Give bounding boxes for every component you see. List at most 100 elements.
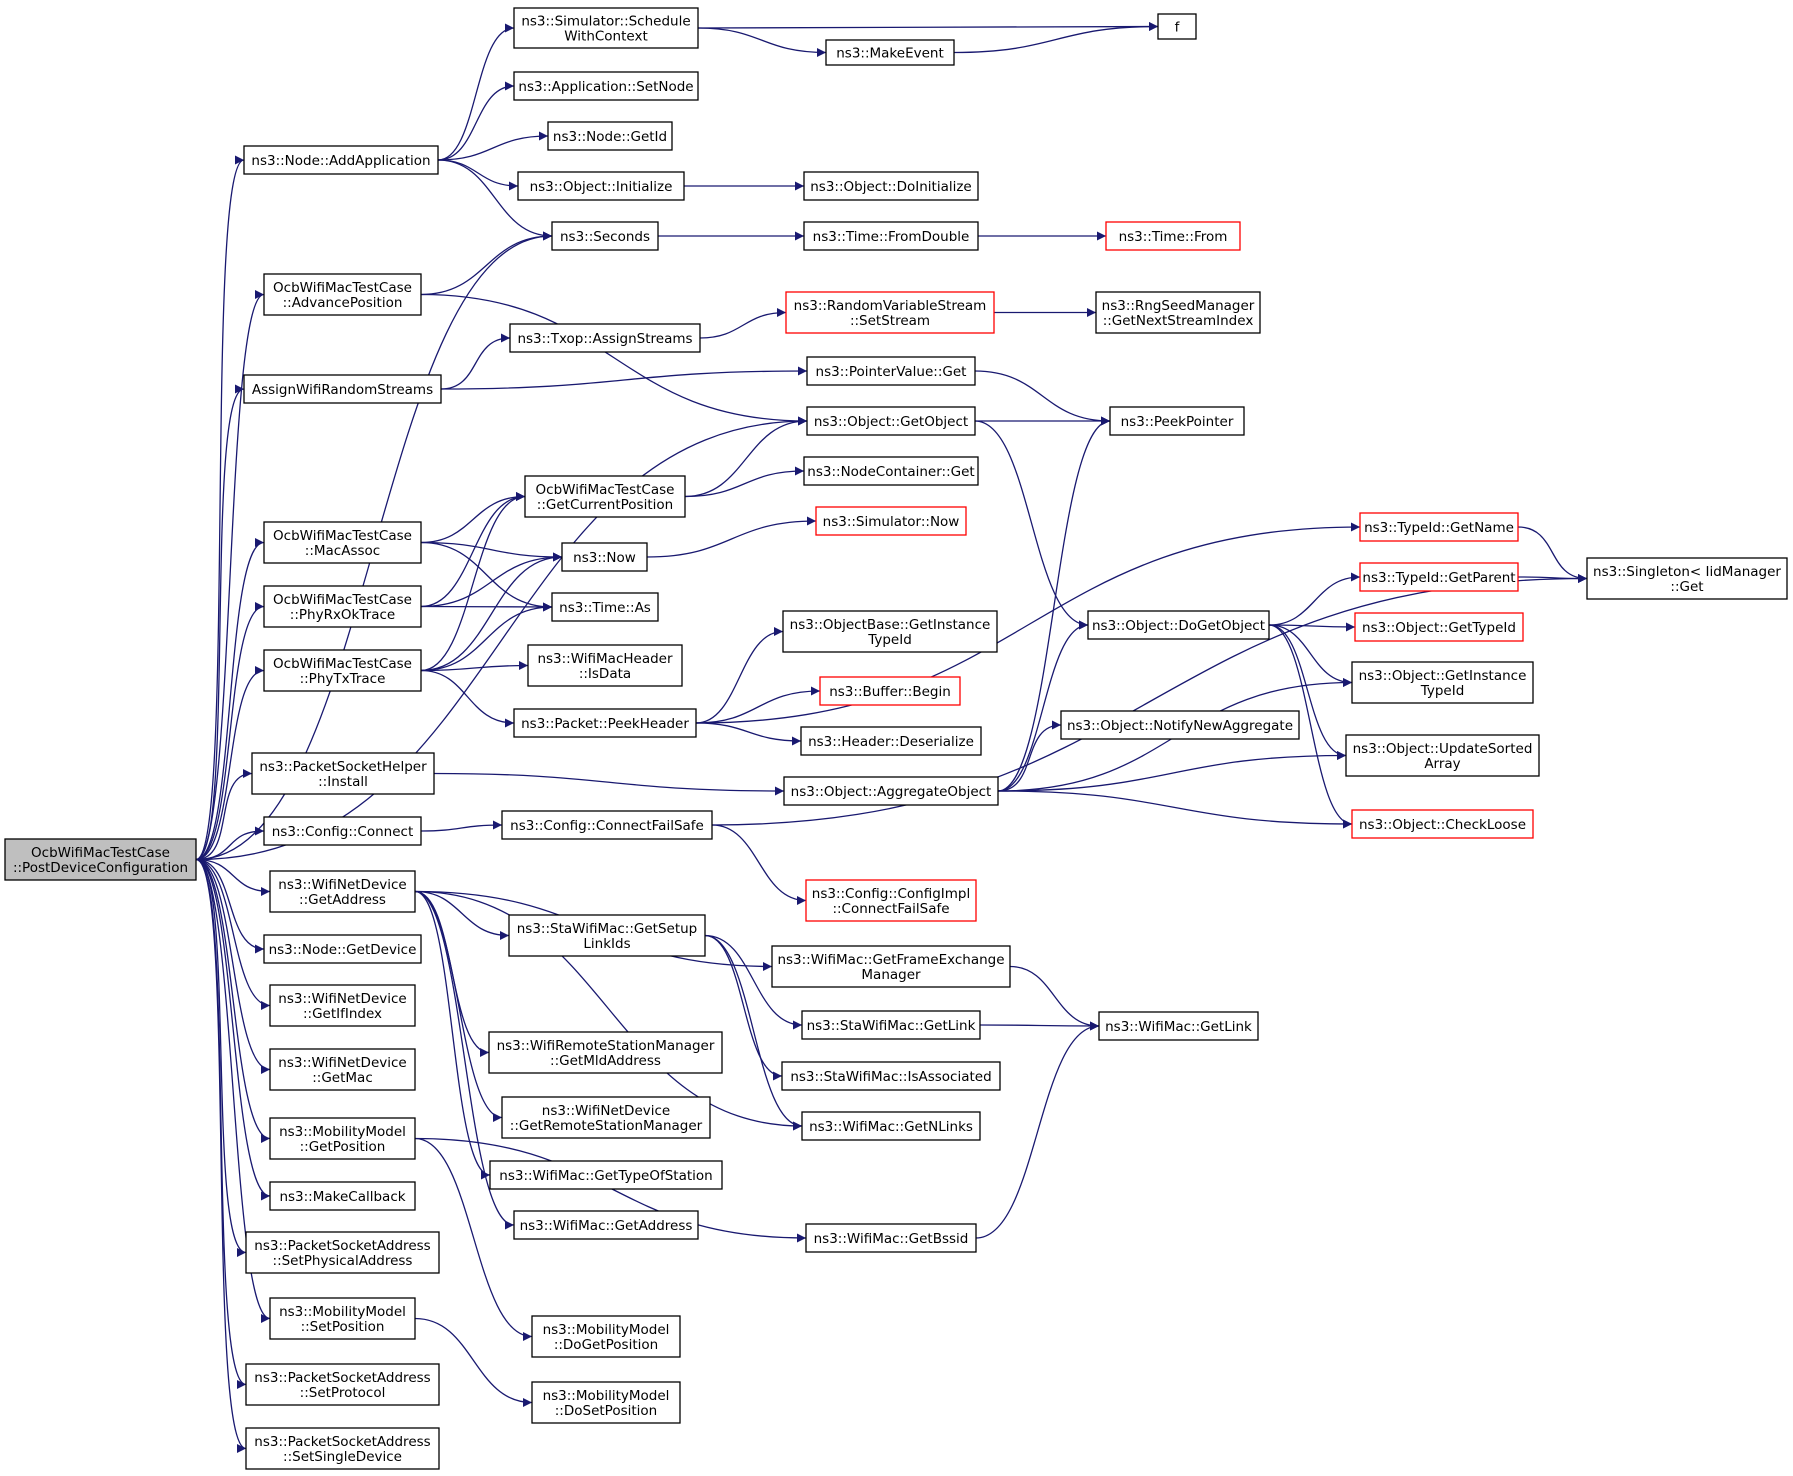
node-object-get-type-id[interactable]: ns3::Object::GetTypeId bbox=[1354, 612, 1524, 642]
node-pointer-value-get[interactable]: ns3::PointerValue::Get bbox=[806, 356, 976, 386]
node-wifi-net-device-get-address[interactable]: ns3::WifiNetDevice::GetAddress bbox=[269, 870, 416, 913]
node-config-impl-connect-fail-safe[interactable]: ns3::Config::ConfigImpl::ConnectFailSafe bbox=[805, 879, 977, 922]
node-label: AssignWifiRandomStreams bbox=[252, 382, 433, 398]
node-simulator-now[interactable]: ns3::Simulator::Now bbox=[815, 506, 967, 536]
node-get-mld-address[interactable]: ns3::WifiRemoteStationManager::GetMldAdd… bbox=[488, 1031, 723, 1074]
edge-sta-get-setup-link-ids-to-sta-get-link bbox=[704, 934, 803, 1030]
edge-get-frame-exchange-manager-to-wifi-mac-get-link bbox=[1009, 965, 1100, 1031]
node-advance-position[interactable]: OcbWifiMacTestCase::AdvancePosition bbox=[263, 273, 422, 316]
node-set-physical-address[interactable]: ns3::PacketSocketAddress::SetPhysicalAdd… bbox=[245, 1231, 440, 1274]
node-do-initialize[interactable]: ns3::Object::DoInitialize bbox=[803, 171, 979, 201]
edge-wifi-net-device-get-address-to-get-type-of-station bbox=[414, 890, 491, 1180]
node-get-remote-station-manager[interactable]: ns3::WifiNetDevice::GetRemoteStationMana… bbox=[501, 1096, 711, 1139]
node-box bbox=[1098, 1011, 1259, 1041]
node-check-loose[interactable]: ns3::Object::CheckLoose bbox=[1351, 809, 1534, 839]
node-time-as[interactable]: ns3::Time::As bbox=[551, 592, 659, 622]
node-peek-pointer[interactable]: ns3::PeekPointer bbox=[1109, 406, 1245, 436]
edge-post-device-configuration-to-wifi-net-device-get-address bbox=[195, 858, 271, 896]
node-label: ns3::Object::DoGetObject bbox=[1092, 618, 1265, 634]
node-set-single-device[interactable]: ns3::PacketSocketAddress::SetSingleDevic… bbox=[245, 1427, 440, 1470]
node-set-protocol[interactable]: ns3::PacketSocketAddress::SetProtocol bbox=[245, 1363, 440, 1406]
node-do-get-object[interactable]: ns3::Object::DoGetObject bbox=[1087, 610, 1270, 640]
node-node-container-get[interactable]: ns3::NodeContainer::Get bbox=[803, 456, 979, 486]
node-connect-fail-safe[interactable]: ns3::Config::ConnectFailSafe bbox=[501, 810, 713, 840]
node-box bbox=[783, 776, 999, 806]
node-box bbox=[245, 1427, 440, 1470]
node-from-double[interactable]: ns3::Time::FromDouble bbox=[803, 221, 979, 251]
node-get-current-position[interactable]: OcbWifiMacTestCase::GetCurrentPosition bbox=[524, 475, 686, 518]
node-wifi-mac-get-link[interactable]: ns3::WifiMac::GetLink bbox=[1098, 1011, 1259, 1041]
node-label: ns3::WifiRemoteStationManager bbox=[497, 1038, 715, 1054]
node-get-type-of-station[interactable]: ns3::WifiMac::GetTypeOfStation bbox=[489, 1160, 723, 1190]
node-config-connect[interactable]: ns3::Config::Connect bbox=[263, 816, 422, 846]
edge-aggregate-object-to-do-get-object bbox=[997, 620, 1089, 792]
node-now[interactable]: ns3::Now bbox=[561, 542, 648, 572]
node-sta-is-associated[interactable]: ns3::StaWifiMac::IsAssociated bbox=[781, 1061, 1001, 1091]
node-get-next-stream-index[interactable]: ns3::RngSeedManager::GetNextStreamIndex bbox=[1095, 291, 1261, 334]
node-seconds[interactable]: ns3::Seconds bbox=[551, 221, 659, 251]
edge-pointer-value-get-to-peek-pointer bbox=[974, 370, 1111, 426]
node-make-callback[interactable]: ns3::MakeCallback bbox=[269, 1181, 416, 1211]
node-txop-assign-streams[interactable]: ns3::Txop::AssignStreams bbox=[509, 323, 701, 353]
node-label: ::GetAddress bbox=[299, 892, 386, 908]
node-post-device-configuration[interactable]: OcbWifiMacTestCase::PostDeviceConfigurat… bbox=[4, 838, 197, 881]
node-notify-new-aggregate[interactable]: ns3::Object::NotifyNewAggregate bbox=[1060, 710, 1300, 740]
node-label: ns3::PacketSocketHelper bbox=[259, 759, 427, 775]
node-box bbox=[245, 1363, 440, 1406]
node-mobility-get-position[interactable]: ns3::MobilityModel::GetPosition bbox=[269, 1117, 416, 1160]
node-f[interactable]: f bbox=[1157, 13, 1197, 40]
node-header-deserialize[interactable]: ns3::Header::Deserialize bbox=[800, 726, 982, 756]
node-packet-socket-helper-install[interactable]: ns3::PacketSocketHelper::Install bbox=[251, 752, 435, 795]
edge-phy-tx-trace-to-is-data bbox=[420, 661, 529, 672]
node-wifi-mac-get-address[interactable]: ns3::WifiMac::GetAddress bbox=[513, 1210, 699, 1240]
node-label: ns3::Object::GetObject bbox=[814, 414, 968, 430]
node-box bbox=[531, 1381, 681, 1424]
node-box bbox=[269, 1181, 416, 1211]
node-object-initialize[interactable]: ns3::Object::Initialize bbox=[517, 171, 685, 201]
edge-add-application-to-object-initialize bbox=[437, 159, 519, 191]
node-time-from[interactable]: ns3::Time::From bbox=[1105, 221, 1241, 251]
node-assign-wifi-random-streams[interactable]: AssignWifiRandomStreams bbox=[243, 374, 442, 404]
node-add-application[interactable]: ns3::Node::AddApplication bbox=[243, 145, 439, 175]
node-make-event[interactable]: ns3::MakeEvent bbox=[825, 39, 955, 66]
node-label: ns3::ObjectBase::GetInstance bbox=[790, 617, 991, 633]
node-is-data[interactable]: ns3::WifiMacHeader::IsData bbox=[527, 644, 683, 687]
node-type-id-get-name[interactable]: ns3::TypeId::GetName bbox=[1359, 512, 1519, 542]
node-phy-tx-trace[interactable]: OcbWifiMacTestCase::PhyTxTrace bbox=[263, 649, 422, 692]
node-node-get-device[interactable]: ns3::Node::GetDevice bbox=[263, 934, 422, 964]
node-application-set-node[interactable]: ns3::Application::SetNode bbox=[513, 71, 699, 101]
node-phy-rx-ok-trace[interactable]: OcbWifiMacTestCase::PhyRxOkTrace bbox=[263, 585, 422, 628]
node-label: ::MacAssoc bbox=[305, 543, 380, 559]
node-do-get-position[interactable]: ns3::MobilityModel::DoGetPosition bbox=[531, 1315, 681, 1358]
node-set-stream[interactable]: ns3::RandomVariableStream::SetStream bbox=[785, 291, 995, 334]
node-label: WithContext bbox=[564, 29, 648, 45]
node-node-get-id[interactable]: ns3::Node::GetId bbox=[547, 121, 673, 151]
node-peek-header[interactable]: ns3::Packet::PeekHeader bbox=[513, 708, 697, 738]
node-mobility-set-position[interactable]: ns3::MobilityModel::SetPosition bbox=[269, 1297, 416, 1340]
node-do-set-position[interactable]: ns3::MobilityModel::DoSetPosition bbox=[531, 1381, 681, 1424]
node-type-id-get-parent[interactable]: ns3::TypeId::GetParent bbox=[1359, 562, 1519, 592]
node-sta-get-link[interactable]: ns3::StaWifiMac::GetLink bbox=[801, 1010, 981, 1040]
node-mac-assoc[interactable]: OcbWifiMacTestCase::MacAssoc bbox=[263, 521, 422, 564]
node-singleton-get[interactable]: ns3::Singleton< IidManager::Get bbox=[1586, 557, 1788, 600]
edge-post-device-configuration-to-set-single-device bbox=[195, 858, 247, 1453]
node-box bbox=[785, 291, 995, 334]
node-get-object[interactable]: ns3::Object::GetObject bbox=[806, 406, 976, 436]
node-wifi-net-device-get-mac[interactable]: ns3::WifiNetDevice::GetMac bbox=[269, 1048, 416, 1091]
node-get-if-index[interactable]: ns3::WifiNetDevice::GetIfIndex bbox=[269, 984, 416, 1027]
edge-phy-tx-trace-to-peek-header bbox=[420, 669, 515, 728]
node-get-bssid[interactable]: ns3::WifiMac::GetBssid bbox=[805, 1223, 977, 1253]
node-label: ns3::Time::As bbox=[559, 600, 651, 616]
node-get-nlinks[interactable]: ns3::WifiMac::GetNLinks bbox=[801, 1111, 981, 1141]
node-buffer-begin[interactable]: ns3::Buffer::Begin bbox=[819, 676, 961, 706]
node-label: ns3::PacketSocketAddress bbox=[254, 1238, 430, 1254]
node-label: ns3::RandomVariableStream bbox=[794, 298, 987, 314]
node-aggregate-object[interactable]: ns3::Object::AggregateObject bbox=[783, 776, 999, 806]
node-label: ns3::WifiMacHeader bbox=[537, 651, 673, 667]
